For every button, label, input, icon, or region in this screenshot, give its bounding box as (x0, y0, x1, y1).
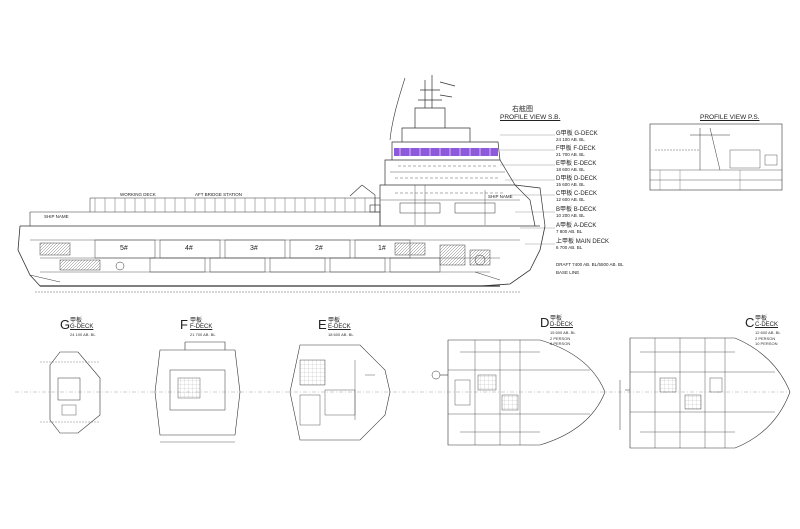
deck-level-name: F-DECK (573, 146, 596, 152)
profile-sb-title-zh: 右舷图 (512, 106, 533, 113)
plan-height: 15 600 AB. BL (550, 330, 576, 335)
plan-letter: F (180, 317, 188, 332)
ship-name-aft: SHIP NAME (44, 214, 69, 219)
draft-label: DRAFT 7400 AB. BL/5500 AB. BL (556, 262, 624, 267)
hull-profile (17, 197, 546, 293)
plan-f-deck (154, 341, 241, 443)
ship-name-fwd: SHIP NAME (488, 194, 513, 199)
deck-level-zh: B甲板 (556, 207, 573, 213)
plan-d-deck (431, 339, 606, 446)
deck-level-zh: C甲板 (556, 191, 573, 197)
deck-level-zh: F甲板 (556, 146, 572, 152)
deck-level-name: MAIN DECK (575, 239, 610, 245)
profile-ps-view (649, 123, 783, 191)
crane (349, 184, 381, 213)
bridge-windows (394, 148, 498, 156)
tank-label: 1# (378, 245, 386, 252)
deck-level-name: C-DECK (574, 191, 598, 197)
plan-zh: 甲板 (190, 318, 203, 324)
plan-c-deck (619, 337, 791, 449)
plan-height: 12 600 AB. BL (755, 330, 781, 335)
deck-level-zh: A甲板 (556, 223, 573, 229)
deck-level-zh: E甲板 (556, 161, 573, 167)
deck-level-zh: 上甲板 (556, 239, 575, 245)
plan-letter: D (540, 315, 550, 330)
tank-label: 5# (120, 245, 128, 252)
plan-note: 2 PERSON (550, 336, 571, 341)
plan-height: 24 100 AB. BL (70, 332, 96, 337)
tank-label: 4# (185, 245, 193, 252)
deck-level-height: 7 800 AB. BL (556, 229, 583, 234)
tank-label: 2# (315, 245, 323, 252)
plan-note: 2 PERSON (755, 336, 776, 341)
profile-sb-title: PROFILE VIEW S.B. (500, 114, 561, 121)
plan-letter: C (745, 315, 755, 330)
plan-name: E-DECK (328, 324, 351, 330)
plan-name: F-DECK (190, 324, 213, 330)
plan-name: G-DECK (70, 324, 94, 330)
deck-level-name: D-DECK (574, 176, 598, 182)
plan-zh: 甲板 (755, 316, 768, 322)
deck-level-height: 21 700 AB. BL (556, 152, 585, 157)
plan-letter: E (318, 317, 327, 332)
plan-zh: 甲板 (70, 318, 83, 324)
deck-level-name: E-DECK (573, 161, 597, 167)
deck-level-zh: G甲板 (556, 131, 573, 137)
tank-label: 3# (250, 245, 258, 252)
deck-level-height: 24 100 AB. BL (556, 137, 585, 142)
superstructure (379, 75, 546, 227)
profile-ps-title: PROFILE VIEW P.S. (700, 114, 760, 121)
plan-zh: 甲板 (328, 318, 341, 324)
deck-level-name: G-DECK (574, 131, 598, 137)
deck-level-height: 10 200 AB. BL (556, 213, 585, 218)
plan-height: 21 700 AB. BL (190, 332, 216, 337)
plan-note: 10 PERSON (755, 341, 778, 346)
baseline-label: BASE LINE (556, 270, 580, 275)
plan-name: C-DECK (755, 322, 779, 328)
plan-g-deck (40, 351, 101, 434)
deck-level-height: 15 600 AB. BL (556, 182, 585, 187)
deck-level-height: 12 600 AB. BL (556, 197, 585, 202)
deck-level-name: B-DECK (573, 207, 597, 213)
plan-height: 18 600 AB. BL (328, 332, 354, 337)
deck-level-name: A-DECK (573, 223, 597, 229)
plan-e-deck (289, 344, 391, 441)
aft-bridge-label: AFT BRIDGE STATION (195, 192, 243, 197)
plan-note: 6 PERSON (550, 341, 571, 346)
deck-level-height: 6 700 AB. BL (556, 245, 583, 250)
deck-level-zh: D甲板 (556, 176, 573, 182)
working-deck-label: WORKING DECK (120, 192, 156, 197)
plan-zh: 甲板 (550, 316, 563, 322)
deck-level-height: 18 600 AB. BL (556, 167, 585, 172)
plan-letter: G (60, 317, 71, 332)
plan-name: D-DECK (550, 322, 574, 328)
